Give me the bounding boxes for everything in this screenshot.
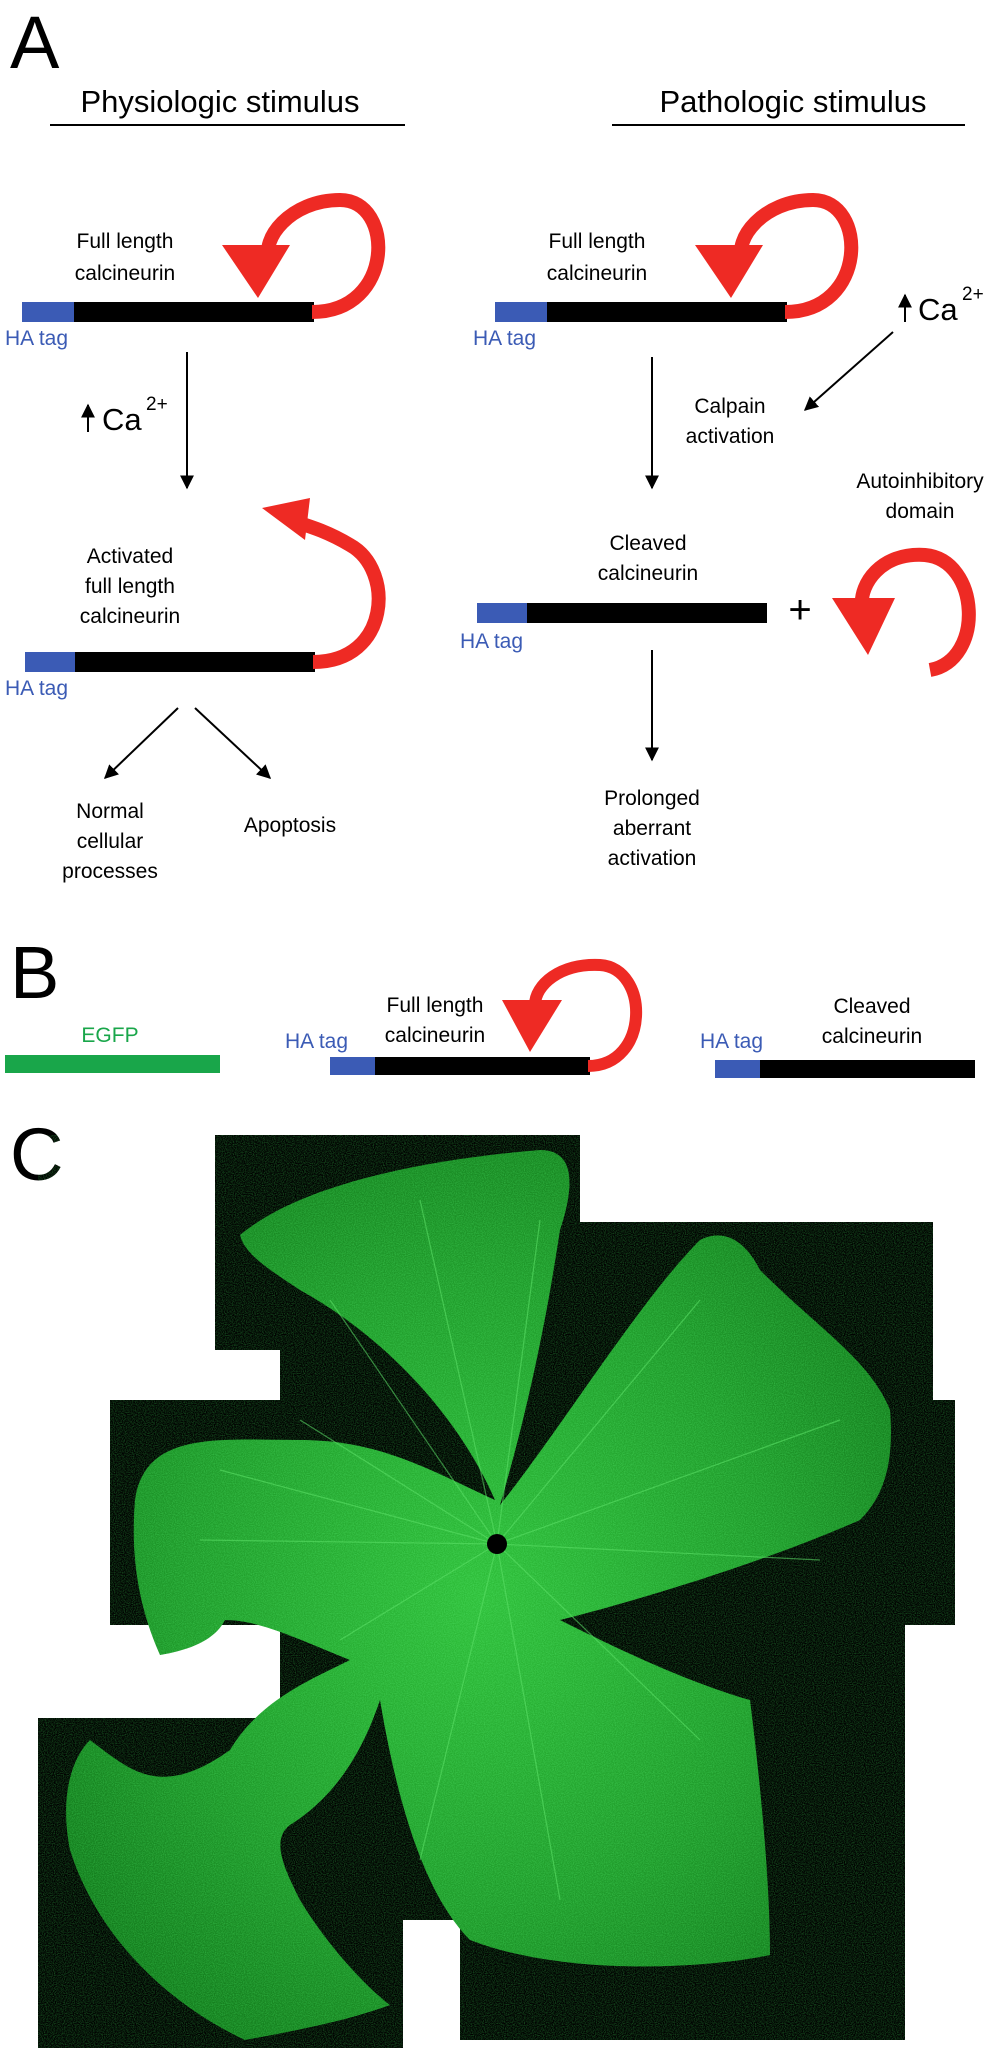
calcineurin-body — [375, 1057, 590, 1075]
path-autoinhibitory-line1: Autoinhibitory — [856, 470, 984, 493]
free-domain-arrowhead — [832, 598, 895, 655]
autoinhibitory-loop — [734, 192, 859, 319]
plus-sign: + — [788, 588, 811, 632]
path-full-length-line1: Full length — [549, 230, 646, 253]
pathologic-heading: Pathologic stimulus — [659, 84, 926, 119]
calcineurin-body — [75, 652, 315, 672]
egfp-label: EGFP — [81, 1024, 138, 1047]
path-full-length-construct — [495, 192, 859, 322]
ha-tag-segment — [25, 652, 75, 672]
b-ha-tag-cleaved-label: HA tag — [700, 1030, 763, 1053]
panel-b-letter: B — [10, 931, 59, 1014]
egfp-bar — [5, 1055, 220, 1073]
retinal-vessels — [199, 1199, 841, 1901]
path-ha-tag-label-2: HA tag — [460, 630, 523, 653]
pathologic-column: Pathologic stimulus Full length calcineu… — [460, 84, 984, 870]
phys-normal-line3: processes — [62, 860, 158, 883]
free-autoinhibitory-domain — [832, 547, 976, 677]
phys-activated-line1: Activated — [87, 545, 173, 568]
path-ca-charge: 2+ — [962, 284, 984, 305]
b-full-length-line1: Full length — [387, 994, 484, 1017]
ha-tag-segment — [495, 302, 547, 322]
path-prolonged-line1: Prolonged — [604, 787, 700, 810]
b-cleaved-line2: calcineurin — [822, 1025, 922, 1048]
autoinhibitory-loop — [529, 958, 643, 1072]
calcineurin-body — [547, 302, 787, 322]
path-prolonged-line3: activation — [608, 847, 697, 870]
ha-tag-segment — [22, 302, 74, 322]
phys-full-length-line2: calcineurin — [75, 262, 175, 285]
phys-normal-line2: cellular — [77, 830, 144, 853]
phys-arrow-normal — [103, 707, 179, 779]
path-ca-symbol: Ca — [918, 292, 958, 327]
path-full-length-line2: calcineurin — [547, 262, 647, 285]
path-autoinhibitory-line2: domain — [886, 500, 955, 523]
free-domain-loop — [854, 547, 976, 677]
phys-ha-tag-label-2: HA tag — [5, 677, 68, 700]
phys-activated-construct — [25, 498, 386, 672]
optic-disc — [487, 1534, 507, 1554]
activated-domain-loop — [287, 513, 386, 669]
path-ha-tag-label: HA tag — [473, 327, 536, 350]
phys-activated-line2: full length — [85, 575, 175, 598]
physiologic-column: Physiologic stimulus Full length calcine… — [5, 84, 405, 883]
path-cleaved-line2: calcineurin — [598, 562, 698, 585]
calcineurin-body — [74, 302, 314, 322]
phys-ha-tag-label: HA tag — [5, 327, 68, 350]
autoinhibitory-loop — [261, 192, 386, 319]
phys-arrow-apoptosis — [194, 707, 272, 779]
phys-ca-symbol: Ca — [102, 402, 142, 437]
ha-tag-segment — [715, 1060, 760, 1078]
b-cleaved-line1: Cleaved — [833, 995, 910, 1018]
b-ha-tag-full-label: HA tag — [285, 1030, 348, 1053]
ha-tag-segment — [330, 1057, 375, 1075]
phys-full-length-line1: Full length — [77, 230, 174, 253]
ha-tag-segment — [477, 603, 527, 623]
panel-a-letter: A — [10, 1, 60, 84]
retina-flatmount-micrograph — [38, 1135, 955, 2048]
path-arrow-to-calpain — [803, 331, 894, 411]
path-prolonged-line2: aberrant — [613, 817, 691, 840]
physiologic-heading: Physiologic stimulus — [80, 84, 359, 119]
panel-b-constructs: EGFP HA tag Full length calcineurin HA t… — [5, 958, 975, 1078]
path-calpain-line2: activation — [686, 425, 775, 448]
calcineurin-body — [760, 1060, 975, 1078]
calcineurin-body — [527, 603, 767, 623]
path-calpain-line1: Calpain — [694, 395, 765, 418]
phys-normal-line1: Normal — [76, 800, 144, 823]
autoinhibitory-arrowhead — [502, 1000, 562, 1052]
path-cleaved-construct — [477, 603, 767, 623]
phys-apoptosis-label: Apoptosis — [244, 814, 336, 837]
autoinhibitory-arrowhead — [695, 245, 763, 298]
b-full-length-line2: calcineurin — [385, 1024, 485, 1047]
activated-domain-arrowhead — [262, 498, 310, 540]
phys-ca-charge: 2+ — [146, 394, 168, 415]
b-full-length-construct — [330, 958, 643, 1075]
autoinhibitory-arrowhead — [222, 245, 290, 298]
b-cleaved-construct — [715, 1060, 975, 1078]
phys-full-length-construct — [22, 192, 386, 322]
retina-tissue — [38, 1135, 955, 2048]
fluorescence-speckle — [38, 1135, 955, 2048]
path-cleaved-line1: Cleaved — [609, 532, 686, 555]
phys-activated-line3: calcineurin — [80, 605, 180, 628]
